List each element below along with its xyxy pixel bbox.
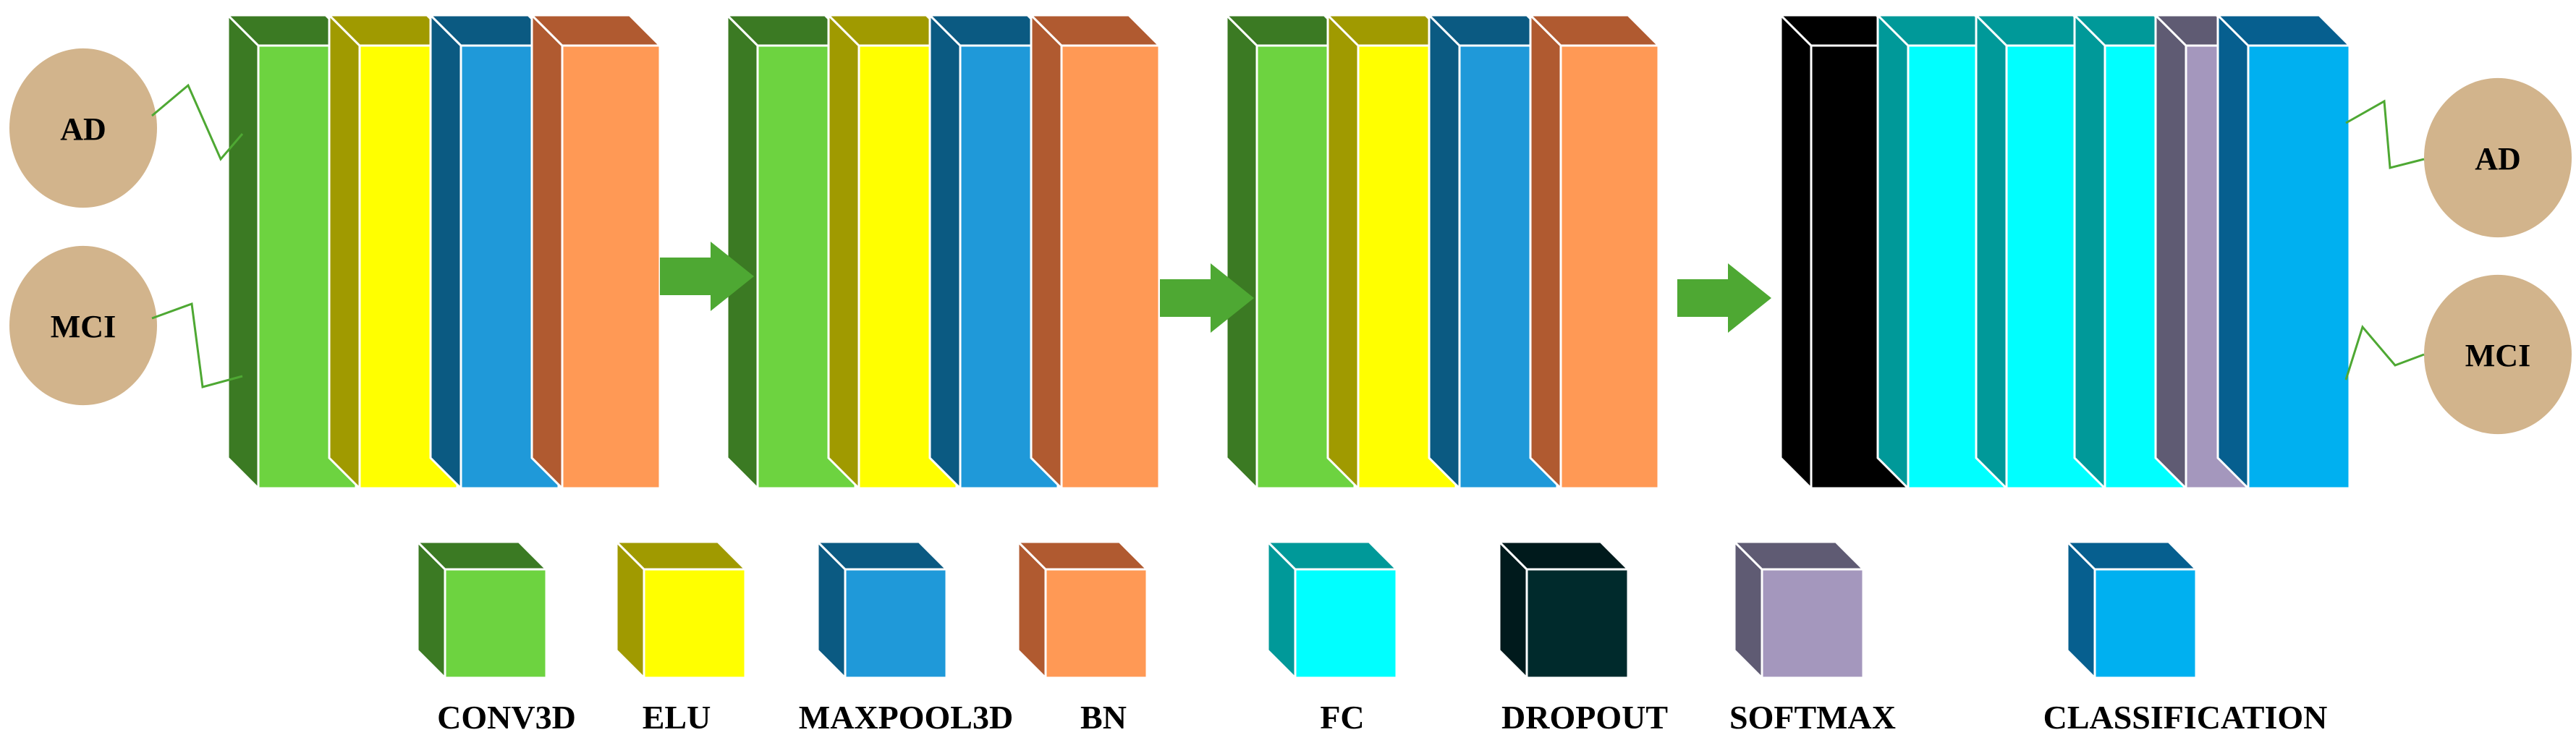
stage-1-conv3d-layer-side-face: [226, 12, 260, 491]
stage-1-maxpool3d-layer-side-face: [429, 12, 462, 491]
flow-arrow-3: [1677, 263, 1771, 333]
legend-conv3d-cube-front-face: [444, 568, 548, 679]
stage-2-conv3d-layer-side-face: [726, 12, 759, 491]
legend-bn-cube-front-face: [1044, 568, 1148, 679]
legend-dropout-cube: [1496, 539, 1631, 681]
legend-elu-cube-front-face: [643, 568, 747, 679]
stage-4-dropout-block-layer-side-face: [1779, 12, 1813, 491]
input-circle-mci: MCI: [9, 245, 157, 406]
flow-arrow-2: [1160, 263, 1254, 333]
legend-classification-label: CLASSIFICATION: [2043, 699, 2328, 736]
legend-maxpool3d-cube-front-face: [844, 568, 948, 679]
output-circle-mci-shape: [2424, 274, 2572, 435]
stage-4-fc-layer-side-face: [2073, 12, 2106, 491]
legend-softmax-cube: [1732, 539, 1866, 681]
output-circle-ad-label: AD: [2475, 141, 2521, 177]
legend-dropout-label: DROPOUT: [1501, 699, 1668, 736]
input-circle-ad-label: AD: [60, 111, 106, 147]
legend-classification-cube: [2064, 539, 2199, 681]
stage-4-classification-layer: [2215, 12, 2352, 491]
stage-4-classification-layer-front-face: [2247, 44, 2351, 490]
output-circle-mci-label: MCI: [2465, 338, 2530, 373]
legend-fc-label: FC: [1320, 699, 1365, 736]
stage-2-bn-layer-front-face: [1060, 44, 1161, 490]
input-circle-mci-shape: [9, 245, 157, 406]
stage-4-fc-layer-side-face: [1876, 12, 1910, 491]
input-circle-mci-label: MCI: [51, 309, 116, 344]
legend-fc-cube-front-face: [1294, 568, 1398, 679]
legend-bn-cube: [1015, 539, 1150, 681]
legend-softmax-label: SOFTMAX: [1729, 699, 1896, 736]
connector-output-ad: [2345, 99, 2425, 169]
input-circle-ad: AD: [9, 48, 157, 208]
connector-output-mci: [2344, 324, 2425, 381]
output-circle-ad: AD: [2424, 77, 2572, 238]
stage-3-elu-layer-side-face: [1326, 12, 1360, 491]
legend-elu-cube: [614, 539, 748, 681]
connector-input-mci: [151, 302, 243, 388]
stage-4-fc-layer-side-face: [1975, 12, 2008, 491]
legend-fc-cube: [1265, 539, 1399, 681]
output-circle-mci: MCI: [2424, 274, 2572, 435]
stage-4-classification-layer-side-face: [2216, 12, 2250, 491]
legend-dropout-cube-front-face: [1525, 568, 1630, 679]
flow-arrow-1: [660, 242, 754, 311]
connector-input-ad: [151, 83, 244, 161]
stage-1-elu-layer-side-face: [328, 12, 361, 491]
stage-1-bn-layer-side-face: [530, 12, 564, 491]
output-circle-ad-shape: [2424, 77, 2572, 238]
legend-elu-label: ELU: [642, 699, 711, 736]
stage-1-bn-layer: [529, 12, 663, 491]
stage-3-bn-layer-front-face: [1559, 44, 1660, 490]
legend-maxpool3d-cube: [815, 539, 949, 681]
stage-2-elu-layer-side-face: [827, 12, 860, 491]
legend-conv3d-label: CONV3D: [437, 699, 576, 736]
stage-3-bn-layer-side-face: [1529, 12, 1562, 491]
stage-2-maxpool3d-layer-side-face: [928, 12, 962, 491]
stage-4-softmax-layer-side-face: [2154, 12, 2187, 491]
stage-3-maxpool3d-layer-side-face: [1428, 12, 1461, 491]
legend-conv3d-cube: [415, 539, 549, 681]
stage-2-bn-layer: [1028, 12, 1162, 491]
stage-1-bn-layer-front-face: [561, 44, 661, 490]
input-circle-ad-shape: [9, 48, 157, 208]
legend-bn-label: BN: [1080, 699, 1127, 736]
stage-3-conv3d-layer-side-face: [1225, 12, 1258, 491]
legend-maxpool3d-label: MAXPOOL3D: [798, 699, 1014, 736]
stage-2-bn-layer-side-face: [1030, 12, 1063, 491]
legend-softmax-cube-front-face: [1761, 568, 1865, 679]
legend-classification-cube-front-face: [2093, 568, 2198, 679]
stage-3-bn-layer: [1528, 12, 1661, 491]
